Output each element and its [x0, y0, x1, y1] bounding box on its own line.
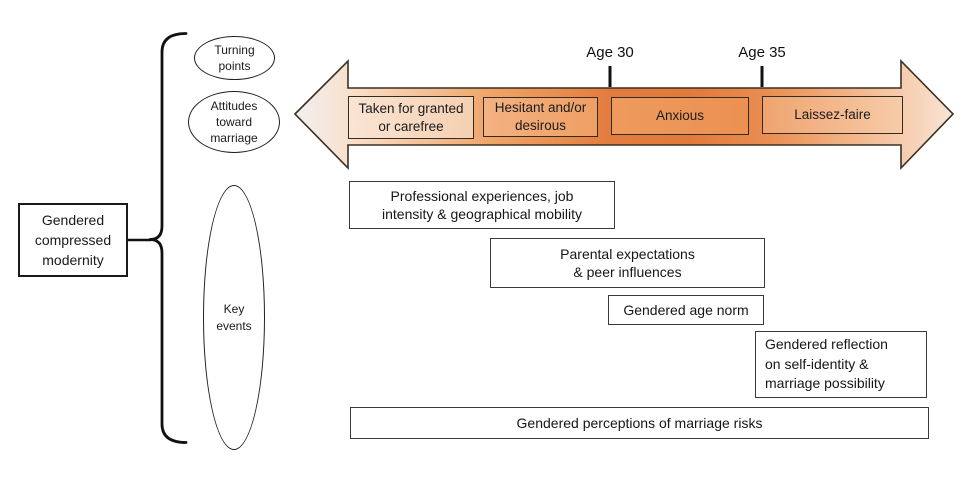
stage-box-hesitant-desirous: Hesitant and/or desirous	[483, 97, 598, 137]
stage-box-taken-for-granted: Taken for granted or carefree	[348, 96, 474, 139]
stage-label-line: Laissez-faire	[794, 107, 871, 123]
key-event-line: & peer influences	[573, 264, 682, 280]
ellipse-label-line: events	[216, 318, 252, 333]
stage-label-line: Hesitant and/or	[494, 100, 587, 116]
ellipse-label-line: Attitudes	[210, 98, 258, 113]
concept-line: compressed	[34, 231, 112, 248]
key-event-line: Gendered perceptions of marriage risks	[516, 414, 763, 431]
concept-box-gendered-compressed-modernity: Gendered compressed modernity	[18, 203, 128, 277]
key-event-box-gendered-reflection: Gendered reflection on self-identity & m…	[755, 331, 927, 398]
key-event-box-marriage-risks: Gendered perceptions of marriage risks	[350, 407, 929, 439]
key-event-line: Professional experiences, job	[390, 187, 574, 204]
ellipse-label-line: Key	[223, 302, 245, 317]
key-event-box-professional-experiences: Professional experiences, job intensity …	[349, 181, 615, 229]
key-event-box-gendered-age-norm: Gendered age norm	[608, 295, 764, 325]
ellipse-label-line: toward	[215, 114, 253, 129]
concept-line: Gendered	[41, 211, 105, 228]
concept-line: modernity	[42, 252, 104, 269]
stage-label-line: or carefree	[378, 118, 444, 134]
stage-box-laissez-faire: Laissez-faire	[762, 96, 903, 134]
stage-label-line: desirous	[514, 118, 567, 133]
age-35-label: Age 35	[738, 44, 786, 61]
ellipse-label-line: points	[218, 59, 251, 73]
stage-label-line: Anxious	[655, 108, 705, 124]
key-event-line: on self-identity &	[765, 355, 869, 372]
key-event-line: Gendered age norm	[623, 301, 749, 318]
ellipse-key-events: Key events	[203, 185, 265, 450]
key-event-box-parental-expectations: Parental expectations & peer influences	[490, 238, 765, 288]
ellipse-turning-points: Turning points	[194, 36, 275, 80]
key-event-line: Gendered reflection	[765, 335, 888, 352]
key-event-line: Parental expectations	[560, 245, 695, 262]
stage-label-line: Taken for granted	[358, 100, 464, 116]
ellipse-attitudes-toward-marriage: Attitudes toward marriage	[188, 91, 280, 153]
key-event-line: intensity & geographical mobility	[382, 206, 582, 222]
key-event-line: marriage possibility	[765, 375, 885, 392]
curly-brace	[148, 32, 188, 444]
stage-box-anxious: Anxious	[611, 97, 749, 135]
ellipse-label-line: Turning	[214, 42, 255, 57]
ellipse-label-line: marriage	[210, 131, 258, 146]
age-30-label: Age 30	[586, 44, 634, 61]
